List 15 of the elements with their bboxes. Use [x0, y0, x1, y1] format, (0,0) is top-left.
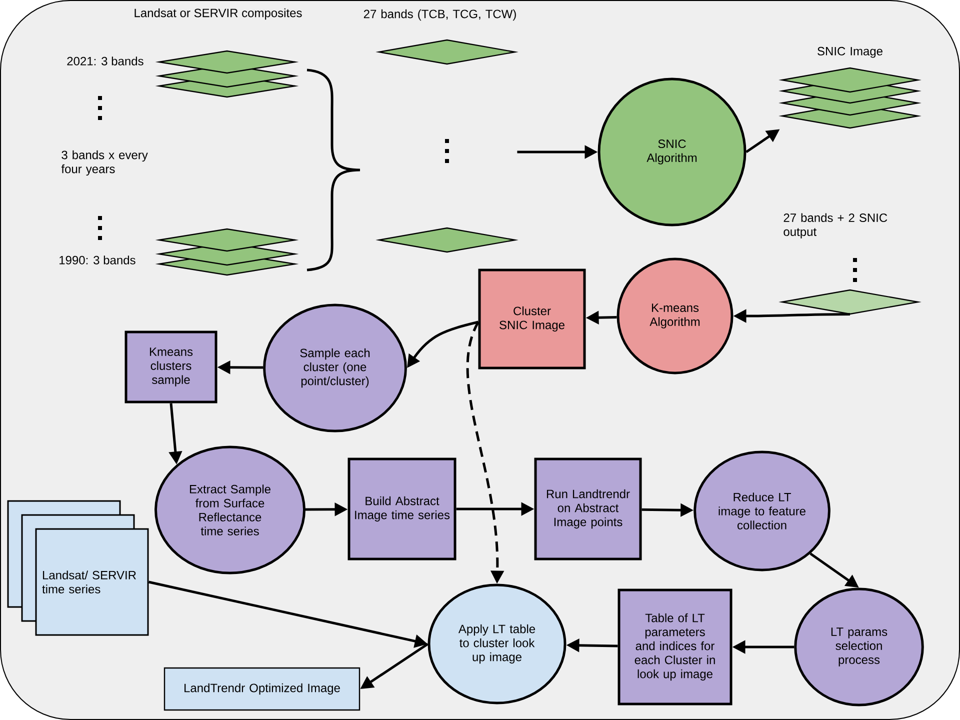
label-text: 1990: 3 bands — [60, 256, 136, 264]
process-box: Kmeans clusters sample — [124, 330, 218, 404]
output-box: LandTrendr Optimized Image — [164, 667, 360, 711]
layer-column: 27 bands (TCB, TCG, TCW) — [364, 9, 518, 253]
node-label: SNIC Image — [818, 46, 882, 58]
document-stack: Landsat/ SERVIR time series — [7, 500, 149, 636]
label-text: 2021: 3 bands — [67, 56, 144, 66]
label-text: 3 bands x every four years — [61, 150, 148, 176]
node-label: 27 bands (TCB, TCG, TCW) — [364, 9, 516, 21]
node-label: 27 bands + 2 SNIC output — [784, 213, 888, 238]
process-box: Run Landtrendr on Abstract Image points — [534, 458, 642, 560]
process-box: Build Abstract Image time series — [348, 458, 456, 560]
label-text: Landsat or SERVIR composites — [134, 8, 302, 20]
process-box: Table of LT parameters and indices for each Cluster in look up image — [618, 588, 732, 706]
process-box: Cluster SNIC Image — [478, 268, 586, 370]
